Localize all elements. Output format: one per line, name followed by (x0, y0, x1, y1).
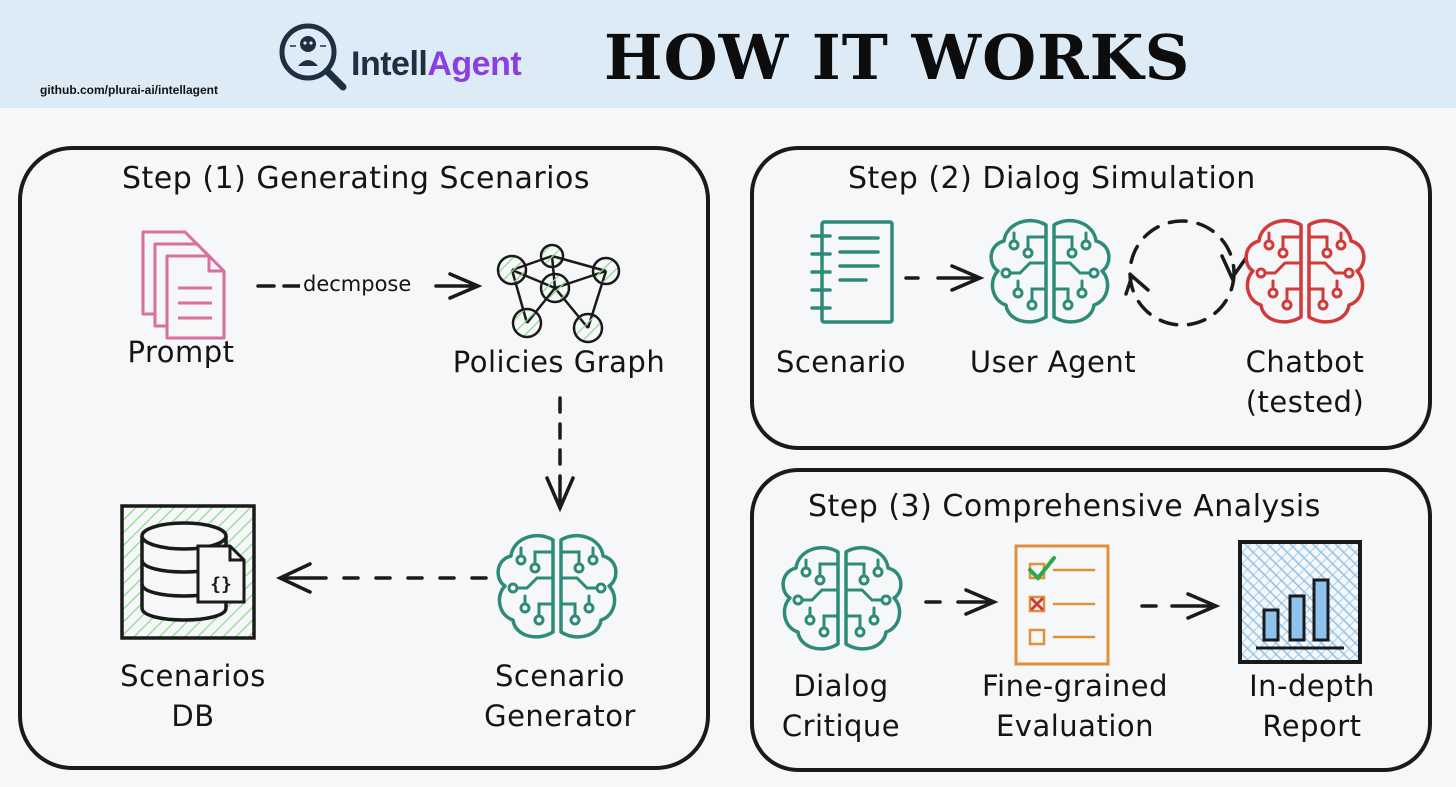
left-arrow (275, 562, 488, 594)
scenario-label: Scenario (775, 345, 907, 379)
checklist-icon (1014, 544, 1110, 666)
logo-wordmark: IntellAgent (351, 42, 522, 86)
policies-graph-label: Policies Graph (452, 345, 666, 379)
step3-title: Step (3) Comprehensive Analysis (808, 489, 1321, 524)
eval-to-report-arrow (1140, 592, 1221, 620)
critique-label-line2: Critique (781, 709, 901, 743)
decompose-arrow-label: decmpose (300, 270, 415, 298)
bar-chart-icon (1238, 540, 1362, 664)
down-arrow (545, 396, 575, 513)
step3-box (750, 468, 1432, 772)
eval-label-line2: Evaluation (995, 709, 1154, 743)
json-file-icon: {} (196, 544, 246, 604)
db-label-line2: DB (171, 699, 215, 733)
eval-label-line1: Fine-grained (981, 669, 1169, 703)
generator-label-line1: Scenario (494, 659, 626, 693)
brain-circuit-icon (989, 218, 1111, 324)
report-label-line1: In-depth (1249, 669, 1375, 703)
step2-title: Step (2) Dialog Simulation (848, 161, 1256, 196)
graph-icon (496, 243, 621, 344)
logo-magnifier-icon (279, 23, 347, 91)
generator-label-line2: Generator (484, 699, 636, 733)
diagram-canvas: {} (0, 108, 1456, 787)
critique-to-eval-arrow (924, 588, 999, 616)
chatbot-label-line2: (tested) (1245, 385, 1365, 419)
logo-part-1: Intell (351, 45, 428, 83)
step1-box (18, 146, 710, 770)
scenario-to-agent-arrow (904, 264, 985, 292)
github-url[interactable]: github.com/plurai-ai/intellagent (40, 83, 219, 97)
header-band: IntellAgent HOW IT WORKS github.com/plur… (0, 0, 1456, 108)
notebook-icon (810, 220, 894, 324)
brain-circuit-icon (496, 533, 618, 639)
step2-box (750, 146, 1432, 450)
decompose-arrow (256, 272, 483, 300)
critique-label-line1: Dialog (793, 669, 889, 703)
diagram-svg: {} (18, 146, 1432, 772)
step1-title: Step (1) Generating Scenarios (122, 161, 591, 196)
brain-circuit-icon (781, 545, 903, 651)
report-label-line2: Report (1262, 709, 1362, 743)
logo-part-2: Agent (427, 45, 522, 83)
document-stack-icon (141, 230, 226, 340)
chatbot-label-line1: Chatbot (1245, 345, 1365, 379)
cycle-arrows-icon (1124, 219, 1248, 327)
svg-text:{}: {} (210, 574, 232, 595)
page-title: HOW IT WORKS (604, 21, 1191, 94)
db-label-line1: Scenarios (120, 659, 266, 693)
prompt-label: Prompt (127, 335, 235, 369)
brain-circuit-icon (1244, 218, 1366, 324)
user-agent-label: User Agent (969, 345, 1137, 379)
